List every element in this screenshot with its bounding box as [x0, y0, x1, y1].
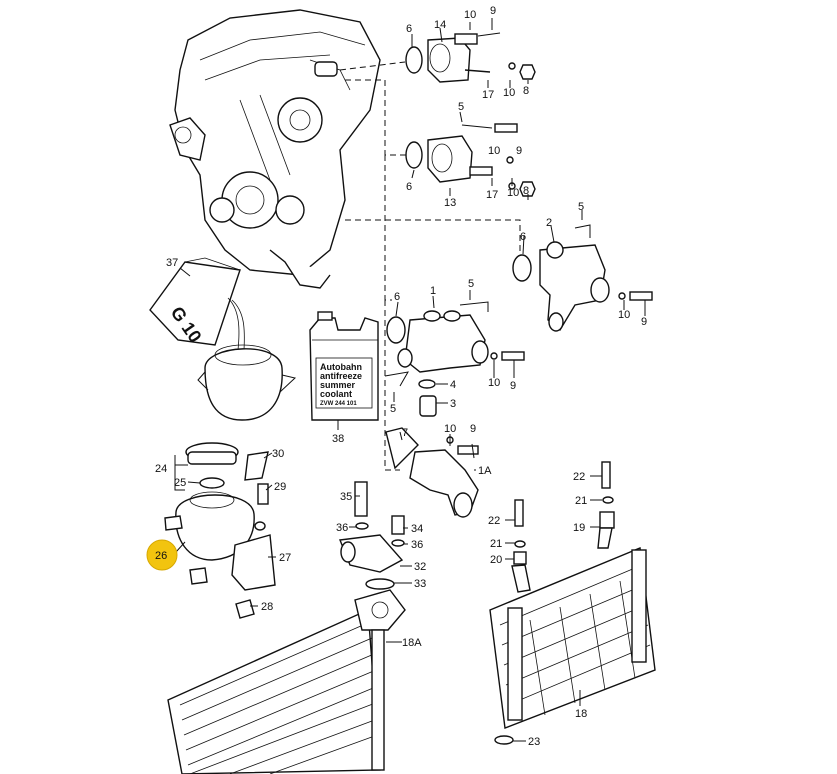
label-21: 21 [575, 495, 587, 507]
label-28: 28 [261, 601, 273, 613]
label-2: 2 [546, 217, 552, 229]
label-29: 29 [274, 481, 286, 493]
label-10: 10 [488, 377, 500, 389]
housing-1 [384, 301, 525, 417]
label-6: 6 [406, 23, 412, 35]
label-37: 37 [166, 257, 178, 269]
label-22: 22 [488, 515, 500, 527]
label-6: 6 [394, 291, 400, 303]
label-9: 9 [510, 380, 516, 392]
antifreeze-canister-37: G 10 [149, 257, 245, 351]
label-9: 9 [490, 5, 496, 17]
radiator-18a [167, 589, 406, 774]
highlight-marker [146, 539, 178, 571]
thermostat-housing-32 [339, 481, 405, 590]
flange-14 [405, 32, 536, 83]
flange-13 [405, 123, 536, 197]
label-4: 4 [450, 379, 456, 391]
label-22: 22 [573, 471, 585, 483]
label-7: 7 [402, 427, 408, 439]
label-6: 6 [406, 181, 412, 193]
label-38: 38 [332, 433, 344, 445]
label-27: 27 [279, 552, 291, 564]
label-5: 5 [468, 278, 474, 290]
bottle-line4: coolant [320, 389, 352, 399]
label-5: 5 [458, 101, 464, 113]
label-20: 20 [490, 554, 502, 566]
label-21: 21 [490, 538, 502, 550]
label-5: 5 [578, 201, 584, 213]
leader-lines [174, 18, 646, 742]
elbow-1a [385, 427, 479, 518]
label-23: 23 [528, 736, 540, 748]
bottle-line3: summer [320, 380, 356, 390]
label-13: 13 [444, 197, 456, 209]
label-17: 17 [482, 89, 494, 101]
engine-leader-lines [339, 61, 521, 471]
label-25: 25 [174, 477, 186, 489]
bottle-part-no: ZVW 244 101 [320, 401, 357, 407]
label-10: 10 [444, 423, 456, 435]
label-24: 24 [155, 463, 167, 475]
label-26: 26 [155, 550, 167, 562]
engine-block [169, 9, 381, 289]
label-3: 3 [450, 398, 456, 410]
part-number-labels: 10 9 6 14 17 10 8 5 10 9 6 13 17 10 8 5 … [155, 5, 647, 748]
label-5: 5 [390, 403, 396, 415]
bottle-line1: Autobahn [320, 362, 362, 372]
label-10: 10 [464, 9, 476, 21]
label-10: 10 [618, 309, 630, 321]
label-9: 9 [516, 145, 522, 157]
label-36: 36 [336, 522, 348, 534]
expansion-tank-26 [164, 442, 276, 619]
radiator-18 [489, 461, 656, 745]
label-19: 19 [573, 522, 585, 534]
coolant-bottle-38: Autobahn antifreeze summer coolant ZVW 2… [309, 311, 379, 421]
label-8: 8 [523, 85, 529, 97]
label-10: 10 [503, 87, 515, 99]
label-18a: 18A [402, 637, 422, 649]
label-10: 10 [488, 145, 500, 157]
label-36: 36 [411, 539, 423, 551]
label-35: 35 [340, 491, 352, 503]
label-34: 34 [411, 523, 423, 535]
label-32: 32 [414, 561, 426, 573]
label-6: 6 [520, 231, 526, 243]
label-14: 14 [434, 19, 446, 31]
label-1: 1 [430, 285, 436, 297]
label-8: 8 [523, 185, 529, 197]
label-30: 30 [272, 448, 284, 460]
bottle-line2: antifreeze [320, 371, 362, 381]
label-18: 18 [575, 708, 587, 720]
housing-2 [512, 224, 653, 332]
label-1a: 1A [478, 465, 492, 477]
label-33: 33 [414, 578, 426, 590]
label-9: 9 [641, 316, 647, 328]
label-17: 17 [486, 189, 498, 201]
expansion-tank-upper [197, 344, 297, 421]
label-9: 9 [470, 423, 476, 435]
label-10: 10 [507, 187, 519, 199]
